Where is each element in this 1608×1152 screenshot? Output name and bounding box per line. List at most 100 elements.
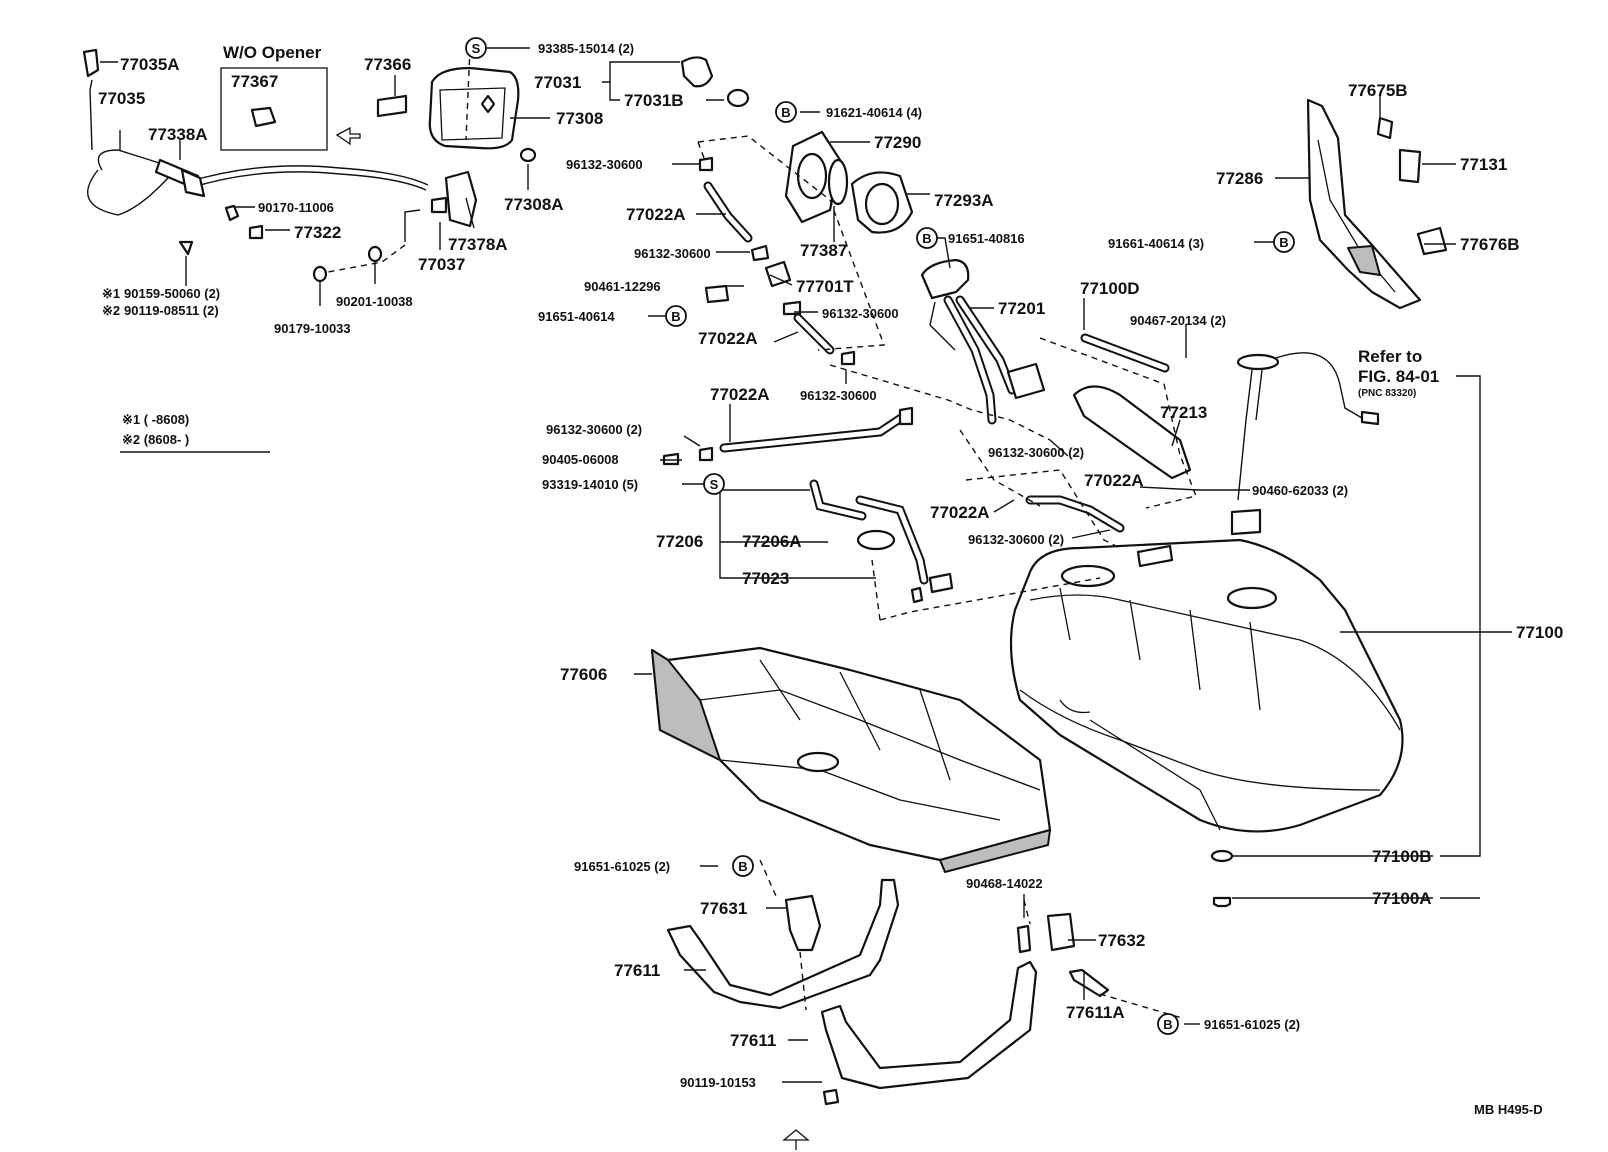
label-fig-8401: FIG. 84-01	[1358, 367, 1439, 386]
label-77100d: 77100D	[1080, 279, 1140, 298]
label-90170: 90170-11006	[258, 200, 334, 215]
label-90119a: 90119-08511 (2)	[124, 303, 219, 318]
note-1: ※1 ( -8608)	[122, 412, 189, 427]
label-90179: 90179-10033	[274, 321, 351, 336]
label-77631: 77631	[700, 899, 747, 918]
svg-text:S: S	[710, 477, 719, 492]
label-91651d: 91651-61025 (2)	[1204, 1017, 1300, 1032]
fuel-tank-77100	[1009, 538, 1404, 833]
label-77611-2: 77611	[730, 1031, 776, 1050]
symbol-b-icon: B	[1273, 231, 1295, 253]
label-77322: 77322	[294, 223, 341, 242]
label-77611a: 77611A	[1066, 1003, 1125, 1022]
diagram-code: MB H495-D	[1474, 1102, 1543, 1117]
part-labels: 77035A 77035 W/O Opener 77367 77366 7733…	[98, 41, 1563, 1090]
label-77675b: 77675B	[1348, 81, 1408, 100]
label-77031: 77031	[534, 73, 581, 92]
label-77606: 77606	[560, 665, 607, 684]
svg-text:S: S	[472, 41, 481, 56]
filler-pipe-77201	[920, 258, 1046, 425]
fuel-cap-77031	[680, 56, 750, 108]
tube-assembly-77206	[809, 479, 954, 604]
label-93385: 93385-15014 (2)	[538, 41, 634, 56]
hose-77213	[1072, 385, 1192, 480]
label-77366: 77366	[364, 55, 411, 74]
guide-lines	[327, 47, 1197, 1019]
label-77100: 77100	[1516, 623, 1563, 642]
label-90405: 90405-06008	[542, 452, 619, 467]
label-77286: 77286	[1216, 169, 1263, 188]
svg-text:B: B	[781, 105, 790, 120]
symbol-s-icon: S	[703, 473, 725, 495]
label-90468: 90468-14022	[966, 876, 1043, 891]
label-77100a: 77100A	[1372, 889, 1432, 908]
label-91651c: 91651-61025 (2)	[574, 859, 670, 874]
hose-77100d	[1080, 333, 1170, 373]
label-91621: 91621-40614 (4)	[826, 105, 922, 120]
label-77611-1: 77611	[614, 961, 660, 980]
label-91651b: 91651-40816	[948, 231, 1025, 246]
label-90461: 90461-12296	[584, 279, 661, 294]
label-77308: 77308	[556, 109, 603, 128]
symbol-s-icon: S	[465, 37, 487, 59]
label-77035: 77035	[98, 89, 145, 108]
svg-text:B: B	[671, 309, 680, 324]
hose-77022a-right	[1025, 495, 1125, 533]
label-77206: 77206	[656, 532, 703, 551]
label-77367: 77367	[231, 72, 278, 91]
svg-text:B: B	[922, 231, 931, 246]
label-77022a-5: 77022A	[930, 503, 990, 522]
label-77131: 77131	[1460, 155, 1507, 174]
label-90467: 90467-20134 (2)	[1130, 313, 1226, 328]
label-77293a: 77293A	[934, 191, 994, 210]
label-77201: 77201	[998, 299, 1045, 318]
label-77632: 77632	[1098, 931, 1145, 950]
label-96132d: 96132-30600	[800, 388, 877, 403]
symbol-b-icon: B	[916, 227, 938, 249]
label-77037: 77037	[418, 255, 465, 274]
label-77378a: 77378A	[448, 235, 508, 254]
label-96132b: 96132-30600	[634, 246, 711, 261]
label-90201: 90201-10038	[336, 294, 413, 309]
bracket-77286	[1306, 98, 1448, 310]
leader-lines	[100, 47, 1512, 1083]
label-mark2: ※2	[102, 303, 120, 318]
label-96132f: 96132-30600 (2)	[988, 445, 1084, 460]
label-77022a-4: 77022A	[1084, 471, 1144, 490]
fuel-opener-cable	[82, 48, 429, 256]
label-77701t: 77701T	[796, 277, 854, 296]
label-refer-to: Refer to	[1358, 347, 1422, 366]
note-2: ※2 (8608- )	[122, 432, 189, 447]
label-77022a-2: 77022A	[698, 329, 758, 348]
symbol-b-icon: B	[732, 855, 754, 877]
label-90119b: 90119-10153	[680, 1075, 756, 1090]
label-93319: 93319-14010 (5)	[542, 477, 638, 492]
label-77676b: 77676B	[1460, 235, 1520, 254]
label-90460: 90460-62033 (2)	[1252, 483, 1348, 498]
label-mark1: ※1	[102, 286, 120, 301]
label-77022a-3: 77022A	[710, 385, 770, 404]
label-90159: 90159-50060 (2)	[124, 286, 220, 301]
label-77213: 77213	[1160, 403, 1207, 422]
svg-text:B: B	[1279, 235, 1288, 250]
label-77290: 77290	[874, 133, 921, 152]
symbol-b-icon: B	[775, 101, 797, 123]
hoses-77022a-center	[698, 156, 856, 366]
label-91661: 91661-40614 (3)	[1108, 236, 1204, 251]
label-77023: 77023	[742, 569, 789, 588]
label-pnc: (PNC 83320)	[1358, 388, 1416, 399]
label-77308a: 77308A	[504, 195, 564, 214]
label-96132c: 96132-30600	[822, 306, 899, 321]
label-96132g: 96132-30600 (2)	[968, 532, 1064, 547]
svg-text:B: B	[738, 859, 747, 874]
rubber-parts	[1210, 849, 1234, 908]
label-77206a: 77206A	[742, 532, 802, 551]
fuel-lid-77308	[376, 66, 537, 163]
notes-block: ※1 ( -8608) ※2 (8608- )	[120, 412, 270, 453]
tank-protector-77606	[650, 646, 1052, 873]
fuel-sender-gauge	[1230, 352, 1380, 536]
label-wo-opener: W/O Opener	[223, 43, 322, 62]
label-91651a: 91651-40614	[538, 309, 615, 324]
label-77387: 77387	[800, 241, 847, 260]
